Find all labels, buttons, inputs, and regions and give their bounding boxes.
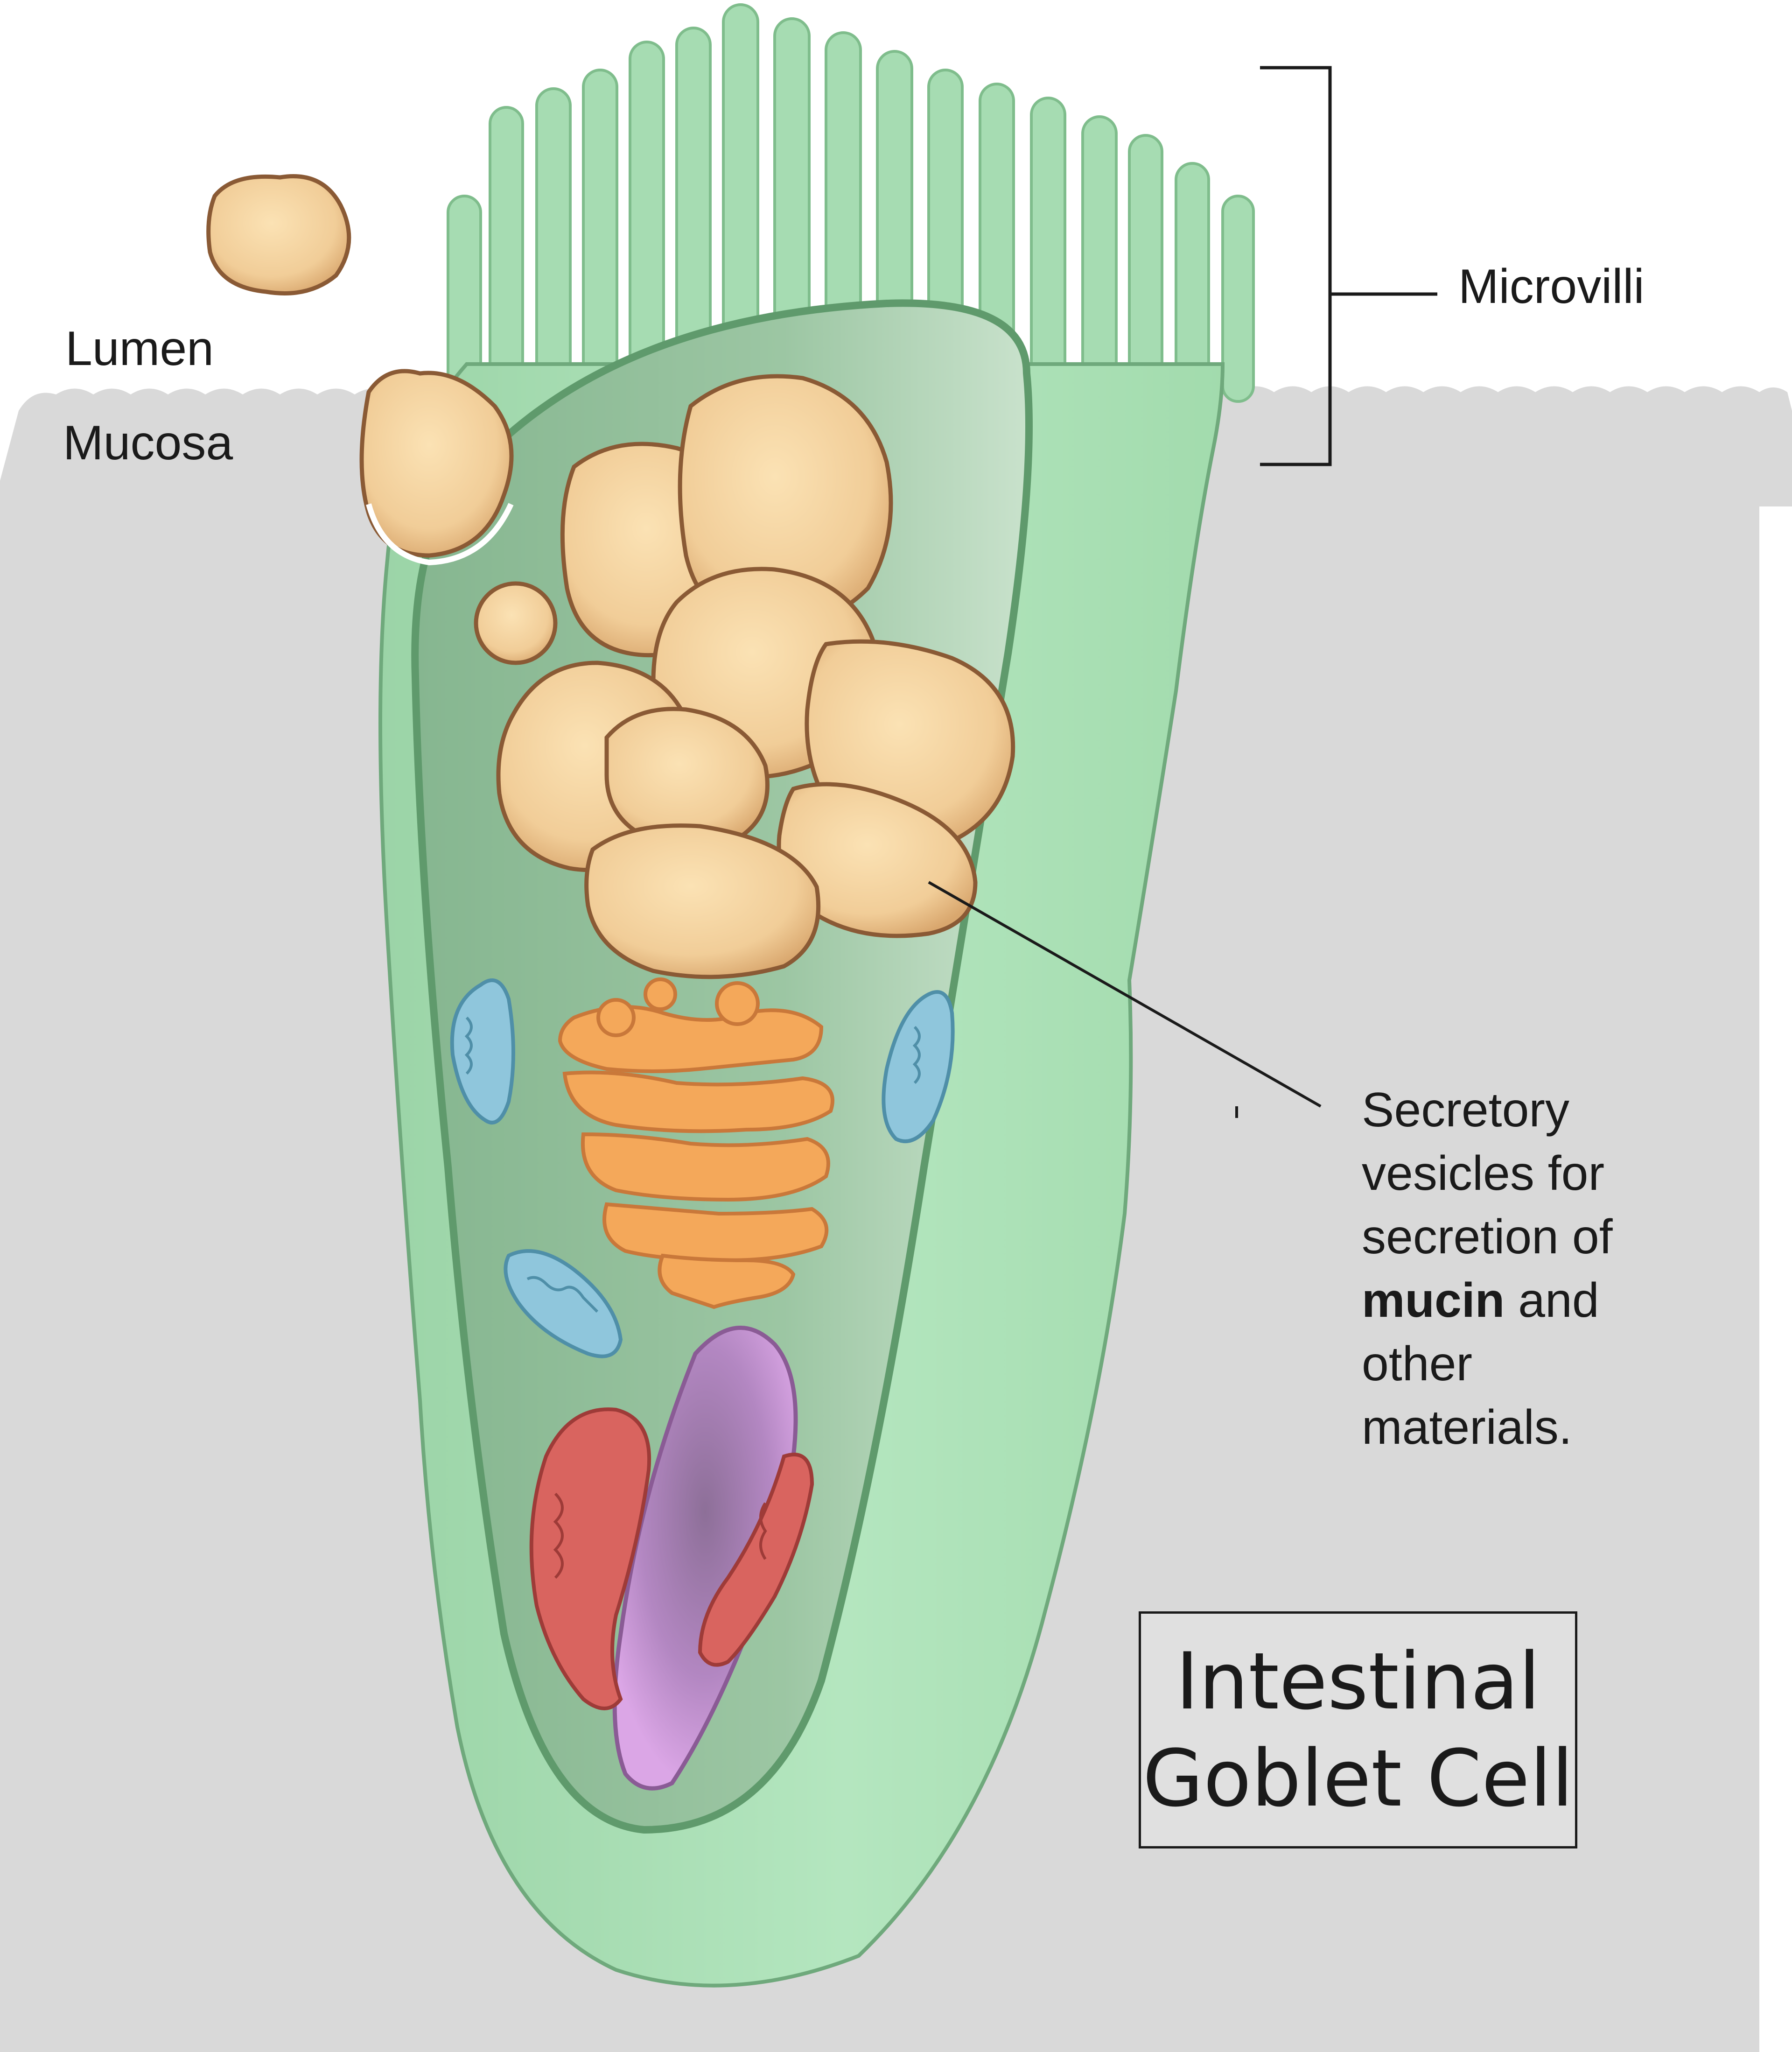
mucosa-label: Mucosa (63, 416, 233, 470)
nucleus (612, 1326, 798, 1791)
secretory-line-2: vesicles for (1362, 1146, 1605, 1201)
secretory-leader-line (928, 881, 1322, 1108)
microvilli-label: Microvilli (1458, 260, 1645, 314)
secretory-vesicles-label: Secretory vesicles for secretion of muci… (1362, 1078, 1688, 1459)
secretory-line-3: secretion of (1362, 1210, 1613, 1264)
secretory-line-4: mucin and (1362, 1269, 1688, 1332)
title-box: Intestinal Goblet Cell (1139, 1611, 1577, 1848)
microvilli-bracket (1260, 66, 1437, 466)
title-line-1: Intestinal (1176, 1636, 1540, 1727)
secretory-line-6: materials. (1362, 1400, 1572, 1455)
title-line-2: Goblet Cell (1142, 1733, 1574, 1824)
golgi-apparatus (558, 977, 834, 1309)
secretory-line-4-rest: and (1505, 1273, 1599, 1328)
rough-er (529, 1407, 814, 1710)
secretory-line-5: other (1362, 1337, 1473, 1391)
lumen-vesicles (206, 174, 514, 566)
microvilli-group (447, 3, 1255, 408)
mucin-bold: mucin (1362, 1273, 1505, 1328)
secretory-vesicles (474, 374, 1015, 979)
secretory-line-1: Secretory (1362, 1083, 1570, 1137)
lumen-label: Lumen (65, 322, 214, 376)
mitochondria (450, 978, 955, 1358)
